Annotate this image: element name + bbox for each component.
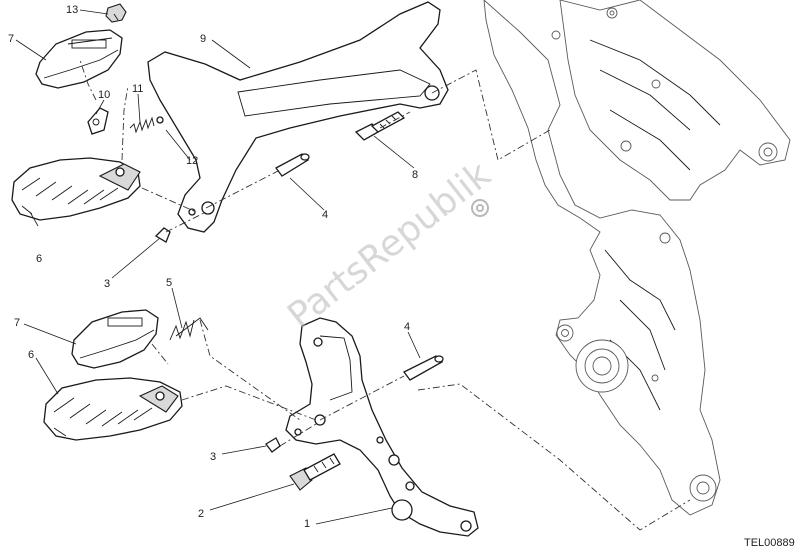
leader-lines (15, 9, 421, 525)
callout-2: 2 (198, 508, 204, 520)
upper-peg-rubber (35, 29, 123, 89)
spring-11 (129, 116, 164, 134)
callout-6-upper: 6 (36, 253, 42, 265)
pin-4-upper (275, 153, 310, 177)
gear-icon (471, 199, 489, 217)
callout-7-lower: 7 (14, 317, 20, 329)
callout-5: 5 (166, 277, 172, 289)
pin-4-lower (403, 355, 444, 381)
callout-12: 12 (186, 155, 198, 167)
callout-13: 13 (66, 4, 78, 16)
lower-peg-rubber (71, 309, 159, 369)
callout-4-upper: 4 (322, 209, 328, 221)
washer-10 (87, 107, 109, 135)
callout-3-lower: 3 (210, 451, 216, 463)
bolt-8 (354, 111, 406, 141)
upper-footpeg (11, 157, 141, 221)
watermark: PartsRepublik (280, 154, 498, 337)
lower-bracket (285, 317, 479, 537)
assembly-lines (79, 59, 691, 531)
main-frame (483, 0, 791, 516)
callout-3-upper: 3 (104, 278, 110, 290)
watermark-text: PartsRepublik (280, 154, 498, 337)
lower-footpeg (43, 377, 183, 441)
callout-8: 8 (412, 169, 418, 181)
callout-7-upper: 7 (8, 33, 14, 45)
callouts: 13 7 9 10 11 12 6 3 4 8 5 7 6 4 3 2 1 (8, 4, 418, 530)
callout-10: 10 (98, 89, 110, 101)
callout-9: 9 (200, 33, 206, 45)
callout-11: 11 (132, 83, 143, 95)
callout-1: 1 (304, 518, 310, 530)
clip-3-lower (265, 437, 281, 453)
screw-13 (105, 3, 127, 23)
callout-6-lower: 6 (28, 349, 34, 361)
callout-4-lower: 4 (404, 321, 410, 333)
spring-5 (169, 317, 209, 341)
bolt-2 (289, 453, 341, 491)
drawing-code: TEL00889 (744, 537, 795, 549)
